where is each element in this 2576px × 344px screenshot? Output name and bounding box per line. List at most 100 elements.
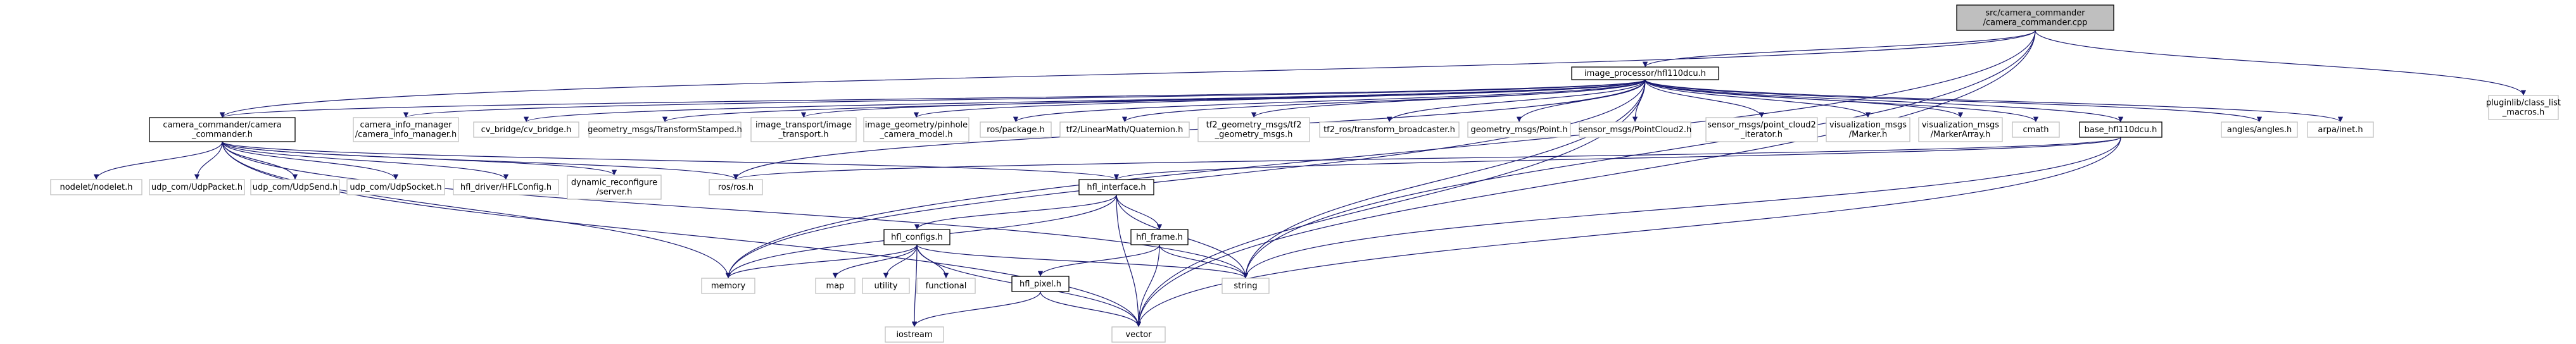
node-box [1319, 121, 1460, 138]
edge-image_processor-to-string [1242, 79, 1646, 279]
node-label: udp_com/UdpPacket.h [151, 183, 243, 192]
edge-root-to-string [1242, 30, 2036, 279]
node-image-processor[interactable]: image_processor/hfl110dcu.h [1571, 66, 1719, 80]
node-label: hfl_frame.h [1136, 233, 1183, 242]
node-cc-h[interactable]: camera_commander/camera_commander.h [149, 117, 296, 142]
node-label: hfl_interface.h [1087, 183, 1146, 192]
edge-image_processor-to-pc2_iter [1645, 79, 1765, 118]
node-map: map [815, 278, 856, 294]
node-hfl-pixel[interactable]: hfl_pixel.h [1011, 276, 1070, 292]
node-label: /server.h [597, 188, 633, 197]
edge-image_processor-to-tf2_ros [1386, 79, 1646, 123]
node-box [2488, 95, 2559, 120]
edge-image_processor-to-vector [1135, 79, 1646, 328]
node-udp-socket: udp_com/UdpSocket.h [346, 179, 445, 195]
node-label: sensor_msgs/PointCloud2.h [1579, 125, 1691, 135]
node-box [353, 117, 459, 142]
node-box [346, 179, 445, 195]
node-tf2-geom: tf2_geometry_msgs/tf2_geometry_msgs.h [1197, 117, 1310, 142]
node-tf2-ros: tf2_ros/transform_broadcaster.h [1319, 121, 1460, 138]
node-box [473, 121, 579, 138]
node-label: nodelet/nodelet.h [60, 183, 132, 192]
node-box [149, 179, 245, 195]
node-ros-h: ros/ros.h [709, 179, 763, 195]
node-box [50, 179, 142, 195]
node-utility: utility [862, 278, 910, 294]
edge-root-to-pluginlib [2035, 30, 2527, 96]
edge-image_processor-to-tf2_geom [1251, 79, 1646, 118]
edge-hfl_interface-to-hfl_configs [914, 194, 1117, 230]
node-box [1059, 121, 1190, 138]
node-quaternion: tf2/LinearMath/Quaternion.h [1059, 121, 1190, 138]
node-label: /Marker.h [1849, 130, 1888, 140]
edge-hfl_pixel-to-vector [1040, 291, 1142, 328]
edge-cc_h-to-hfl_interface [222, 141, 1119, 180]
node-box [1011, 276, 1070, 292]
node-label: geometry_msgs/TransformStamped.h [588, 125, 742, 135]
node-label: camera_info_manager [360, 121, 453, 130]
node-functional: functional [916, 278, 976, 294]
edge-cc_h-to-vector [222, 141, 1142, 328]
node-label: _transport.h [778, 130, 829, 140]
node-label: _macros.h [2502, 108, 2544, 118]
node-label: cv_bridge/cv_bridge.h [481, 125, 572, 135]
node-hfl-interface[interactable]: hfl_interface.h [1078, 179, 1154, 195]
edge-hfl_configs-to-iostream [911, 244, 918, 328]
node-label: image_geometry/pinhole [865, 121, 968, 130]
node-box [149, 117, 296, 142]
node-pc2-iter: sensor_msgs/point_cloud2_iterator.h [1705, 117, 1818, 142]
node-label: /MarkerArray.h [1931, 130, 1991, 140]
node-pinhole: image_geometry/pinhole_camera_model.h [863, 117, 969, 142]
edge-hfl_configs-to-utility [883, 244, 918, 279]
node-box [453, 179, 559, 195]
node-box [1111, 326, 1166, 343]
edge-cc_h-to-ros_h [222, 141, 738, 180]
node-box [1222, 278, 1270, 294]
node-label: hfl_configs.h [891, 233, 943, 242]
node-udp-send: udp_com/UdpSend.h [250, 179, 340, 195]
edge-cc_h-to-memory [222, 141, 731, 279]
node-box [862, 278, 910, 294]
node-label: _iterator.h [1740, 130, 1783, 140]
edge-cc_h-to-nodelet [93, 141, 223, 180]
node-hfl-frame[interactable]: hfl_frame.h [1130, 229, 1189, 245]
edge-base_hfl-to-string [1242, 137, 2121, 279]
edge-image_processor-to-arpa [1645, 79, 2343, 123]
node-udp-packet: udp_com/UdpPacket.h [149, 179, 245, 195]
node-root[interactable]: src/camera_commander/camera_commander.cp… [1956, 4, 2114, 31]
node-box [1705, 117, 1818, 142]
node-box [2012, 121, 2060, 138]
node-img-transport: image_transport/image_transport.h [750, 117, 857, 142]
node-label: camera_commander/camera [163, 121, 281, 130]
node-label: ros/ros.h [718, 183, 754, 192]
node-memory: memory [701, 278, 755, 294]
edge-hfl_pixel-to-iostream [911, 291, 1041, 328]
edge-image_processor-to-geom_tf [662, 79, 1646, 123]
node-label: udp_com/UdpSend.h [253, 183, 338, 192]
node-label: iostream [896, 330, 932, 340]
node-label: udp_com/UdpSocket.h [350, 183, 441, 192]
edge-hfl_configs-to-memory [725, 244, 918, 279]
edge-image_processor-to-ros_h [733, 79, 1646, 180]
edge-root-to-cc_h [220, 30, 2036, 118]
node-label: tf2_ros/transform_broadcaster.h [1323, 125, 1455, 135]
node-box [1078, 179, 1154, 195]
node-pluginlib: pluginlib/class_list_macros.h [2486, 95, 2561, 120]
node-label: utility [874, 281, 898, 291]
node-box [588, 121, 742, 138]
node-base-hfl[interactable]: base_hfl110dcu.h [2079, 121, 2162, 138]
edge-root-to-image_processor [1642, 30, 2036, 68]
edge-image_processor-to-cam_info [403, 79, 1646, 118]
node-hfl-configs[interactable]: hfl_configs.h [883, 229, 950, 245]
edge-base_hfl-to-hfl_interface [1114, 137, 2121, 180]
edge-hfl_interface-to-vector [1116, 194, 1142, 328]
node-box [815, 278, 856, 294]
edge-image_processor-to-memory [725, 79, 1646, 279]
node-label: sensor_msgs/point_cloud2 [1707, 121, 1816, 130]
node-label: base_hfl110dcu.h [2085, 125, 2157, 135]
node-label: image_processor/hfl110dcu.h [1584, 69, 1706, 78]
node-string: string [1222, 278, 1270, 294]
node-angles: angles/angles.h [2221, 121, 2298, 138]
node-hflconfig: hfl_driver/HFLConfig.h [453, 179, 559, 195]
